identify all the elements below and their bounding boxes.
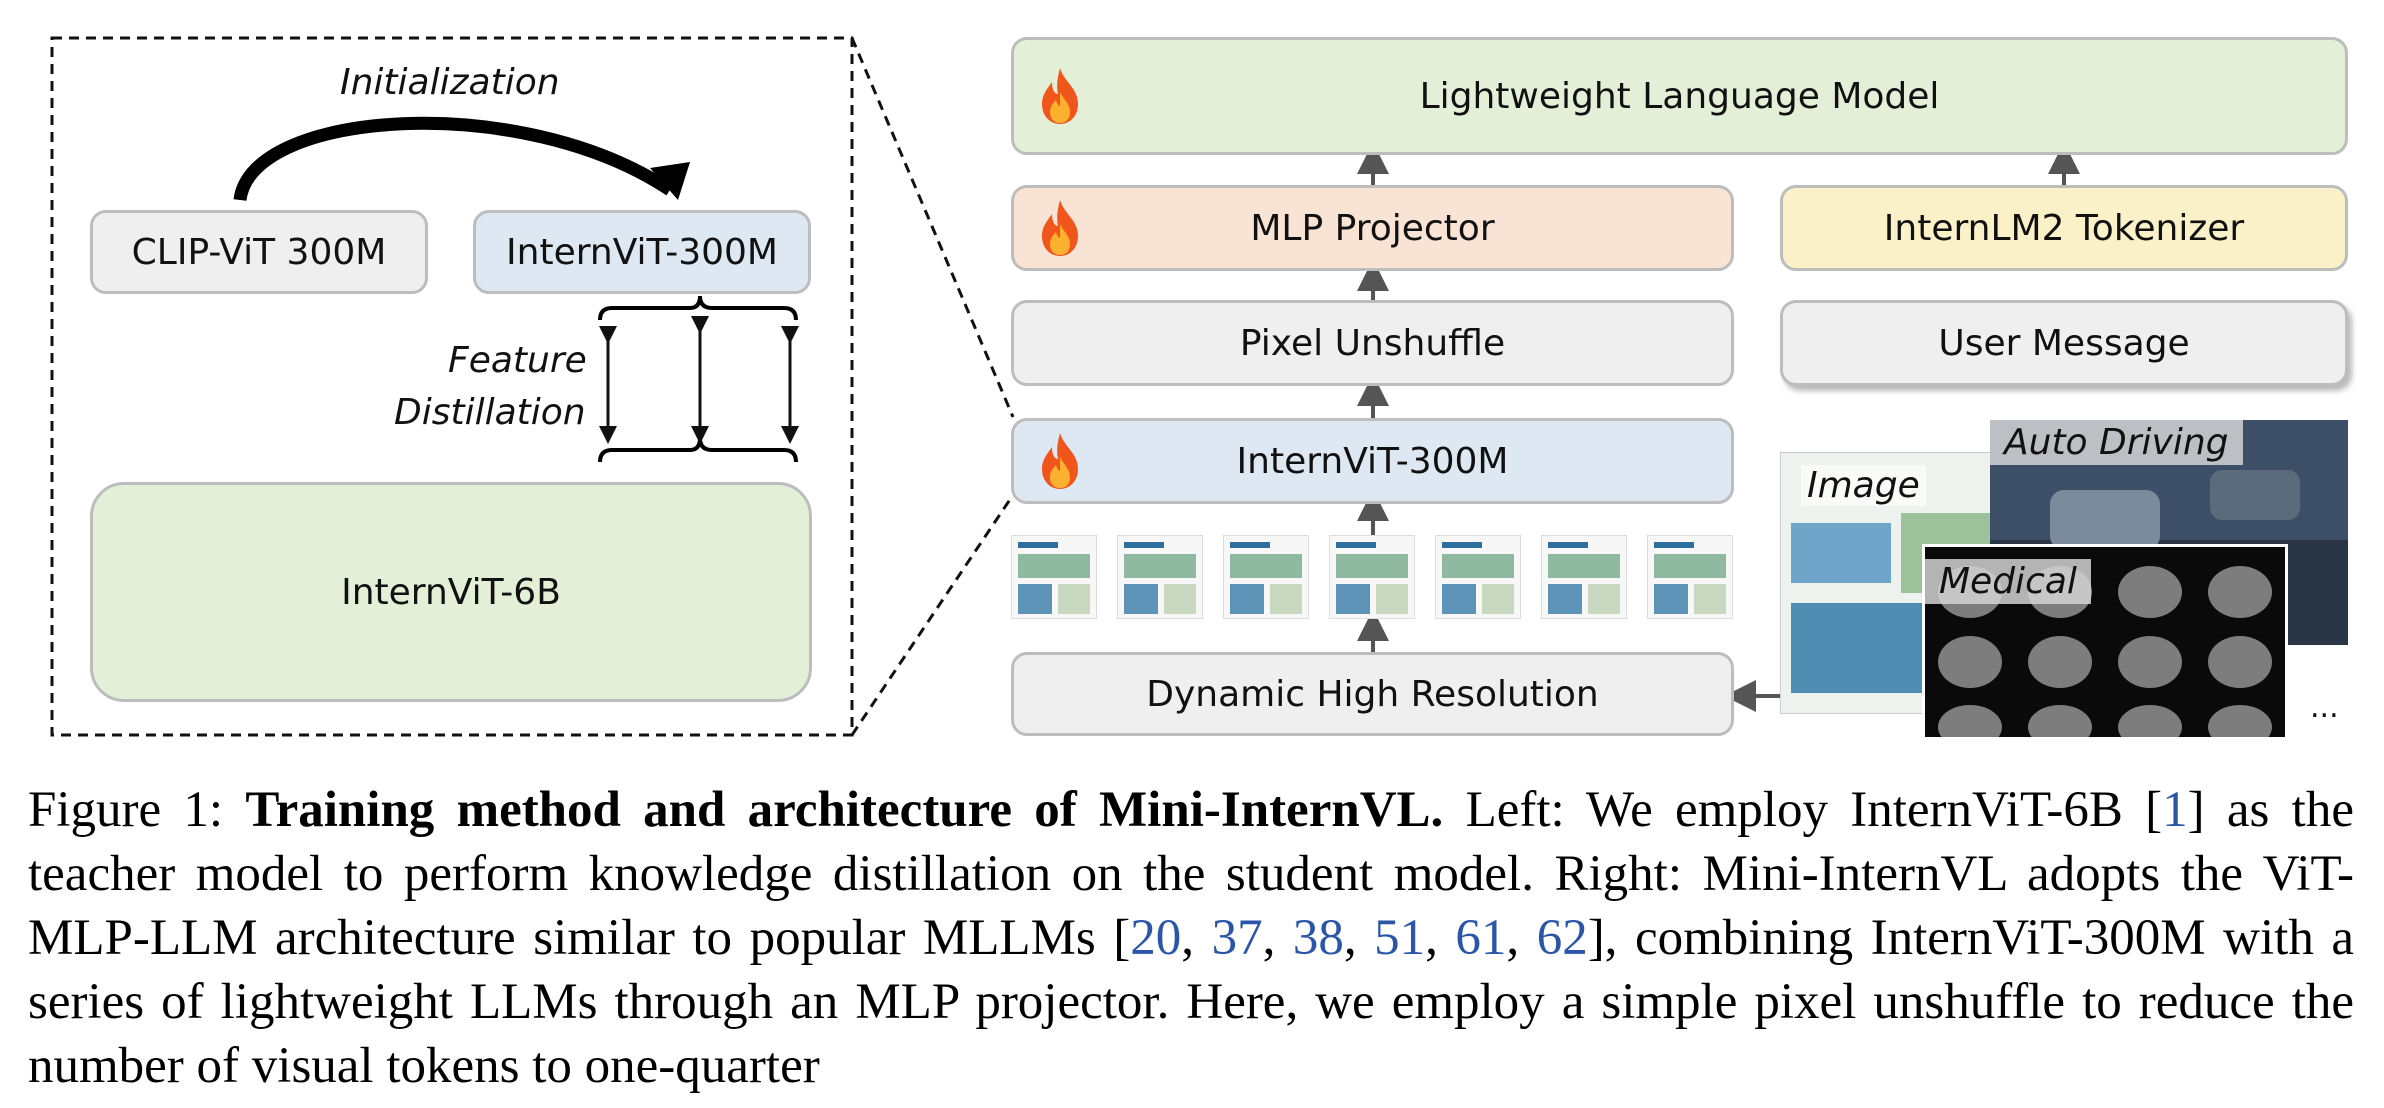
caption-part1: Left: We employ InternViT-6B [ <box>1443 782 2163 838</box>
lightweight-llm-label: Lightweight Language Model <box>1419 75 1940 117</box>
image-tile <box>1117 535 1203 619</box>
internvit-300m-box: InternViT-300M <box>1011 418 1734 504</box>
ellipsis-label: ... <box>2310 690 2339 725</box>
citation-link[interactable]: 38 <box>1292 910 1344 966</box>
dynamic-high-resolution-box: Dynamic High Resolution <box>1011 652 1734 736</box>
auto-driving-label: Auto Driving <box>1990 420 2243 465</box>
user-message-box: User Message <box>1780 300 2348 386</box>
left-panel-border <box>50 36 854 737</box>
distillation-label: Distillation <box>394 392 586 433</box>
image-tile <box>1647 535 1733 619</box>
image-tile <box>1541 535 1627 619</box>
image-tile <box>1011 535 1097 619</box>
internvit-300m-label: InternViT-300M <box>1236 440 1509 482</box>
caption-bold-title: Training method and architecture of Mini… <box>245 782 1444 838</box>
feature-label: Feature <box>448 340 587 381</box>
figure-connectors <box>50 36 2080 737</box>
internvit-6b-box: InternViT-6B <box>90 482 812 702</box>
caption-part3: ], combining InternViT-300M with a serie… <box>28 910 2355 1094</box>
top-brace <box>598 295 798 321</box>
pixel-unshuffle-box: Pixel Unshuffle <box>1011 300 1734 386</box>
mlp-projector-box: MLP Projector <box>1011 185 1734 271</box>
medical-label: Medical <box>1925 559 2091 604</box>
image-label: Image <box>1801 465 1926 506</box>
initialization-arrow <box>233 116 674 202</box>
citation-link[interactable]: 62 <box>1536 910 1588 966</box>
internvit-300m-student-box: InternViT-300M <box>473 210 811 294</box>
fire-icon <box>1042 200 1078 256</box>
citation-link[interactable]: 20 <box>1130 910 1182 966</box>
lightweight-llm-box: Lightweight Language Model <box>1011 37 2348 155</box>
image-tile <box>1435 535 1521 619</box>
citation-link[interactable]: 51 <box>1374 910 1426 966</box>
caption-prefix: Figure 1: <box>28 782 246 838</box>
zoom-line-top <box>850 37 1015 418</box>
bottom-brace <box>598 437 798 463</box>
citation-link[interactable]: 61 <box>1455 910 1507 966</box>
figure: Initialization CLIP-ViT 300M InternViT-3… <box>50 36 2348 740</box>
initialization-label: Initialization <box>340 62 560 103</box>
fire-icon <box>1042 68 1078 124</box>
mlp-projector-label: MLP Projector <box>1250 207 1495 249</box>
clip-vit-box: CLIP-ViT 300M <box>90 210 428 294</box>
initialization-arrowhead <box>650 162 690 200</box>
fire-icon <box>1042 433 1078 489</box>
image-tile <box>1329 535 1415 619</box>
image-tile <box>1223 535 1309 619</box>
figure-caption: Figure 1: Training method and architectu… <box>28 782 2355 1094</box>
tokenizer-box: InternLM2 Tokenizer <box>1780 185 2348 271</box>
caption-part2: ] as the teacher model to perform knowle… <box>28 782 2354 966</box>
citation-link[interactable]: 37 <box>1211 910 1263 966</box>
zoom-line-bottom <box>850 494 1015 736</box>
citation-link[interactable]: 1 <box>2162 782 2188 838</box>
medical-example: Medical <box>1922 544 2288 740</box>
